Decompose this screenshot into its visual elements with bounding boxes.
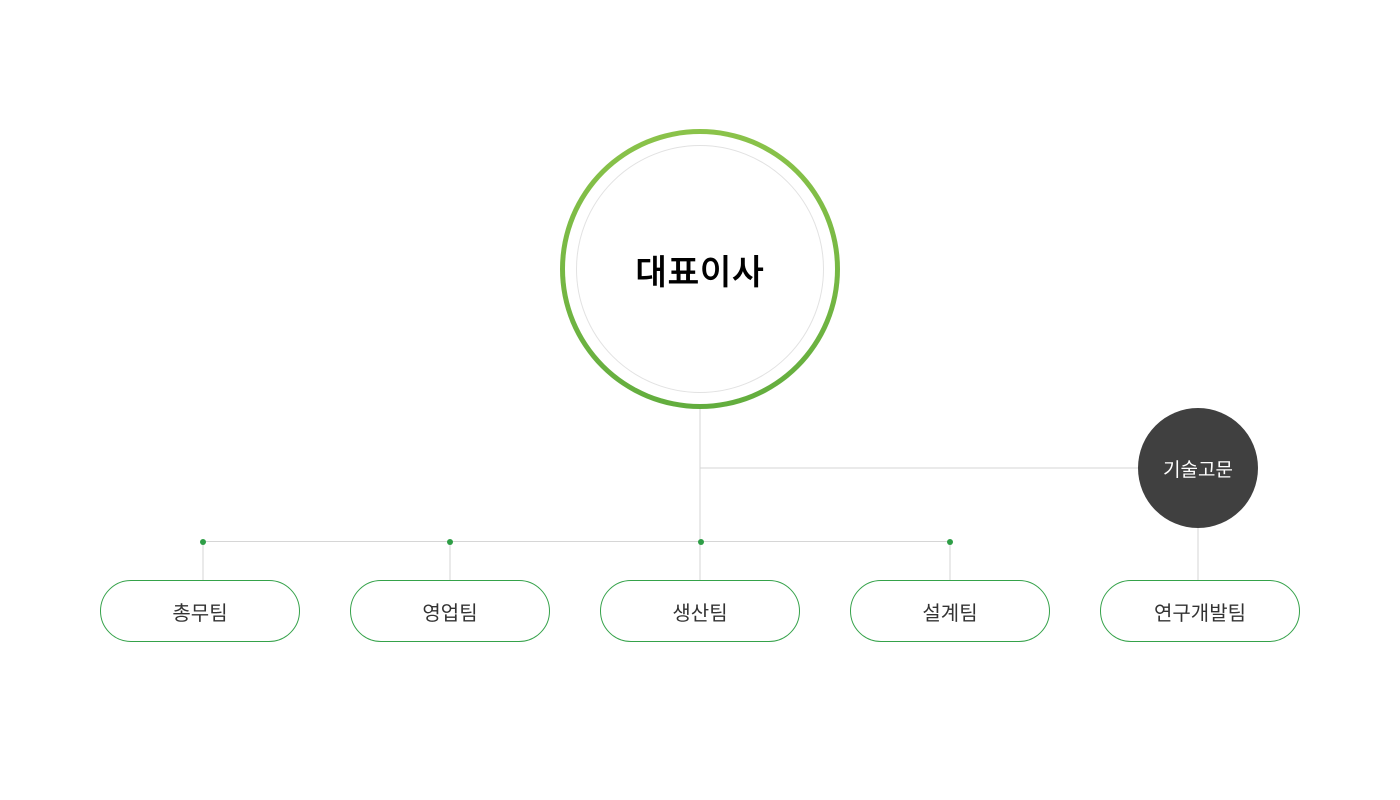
team-node-production: 생산팀 [600,580,800,642]
team-node-rnd: 연구개발팀 [1100,580,1300,642]
team-node-sales: 영업팀 [350,580,550,642]
ceo-label: 대표이사 [635,252,765,293]
ceo-node-ring: 대표이사 [576,145,824,393]
team-node-design: 설계팀 [850,580,1050,642]
team-label: 설계팀 [922,600,978,625]
team-label: 연구개발팀 [1154,600,1246,625]
ceo-node-inner: 대표이사 [565,134,835,404]
team-label: 생산팀 [672,600,728,625]
connector-dot [947,539,953,545]
connector-dot [447,539,453,545]
advisor-node: 기술고문 [1138,408,1258,528]
ceo-node: 대표이사 [560,129,840,409]
team-node-general-affairs: 총무팀 [100,580,300,642]
advisor-label: 기술고문 [1163,458,1233,481]
connector-dot [200,539,206,545]
team-label: 총무팀 [172,600,228,625]
connector-dot [698,539,704,545]
team-label: 영업팀 [422,600,478,625]
